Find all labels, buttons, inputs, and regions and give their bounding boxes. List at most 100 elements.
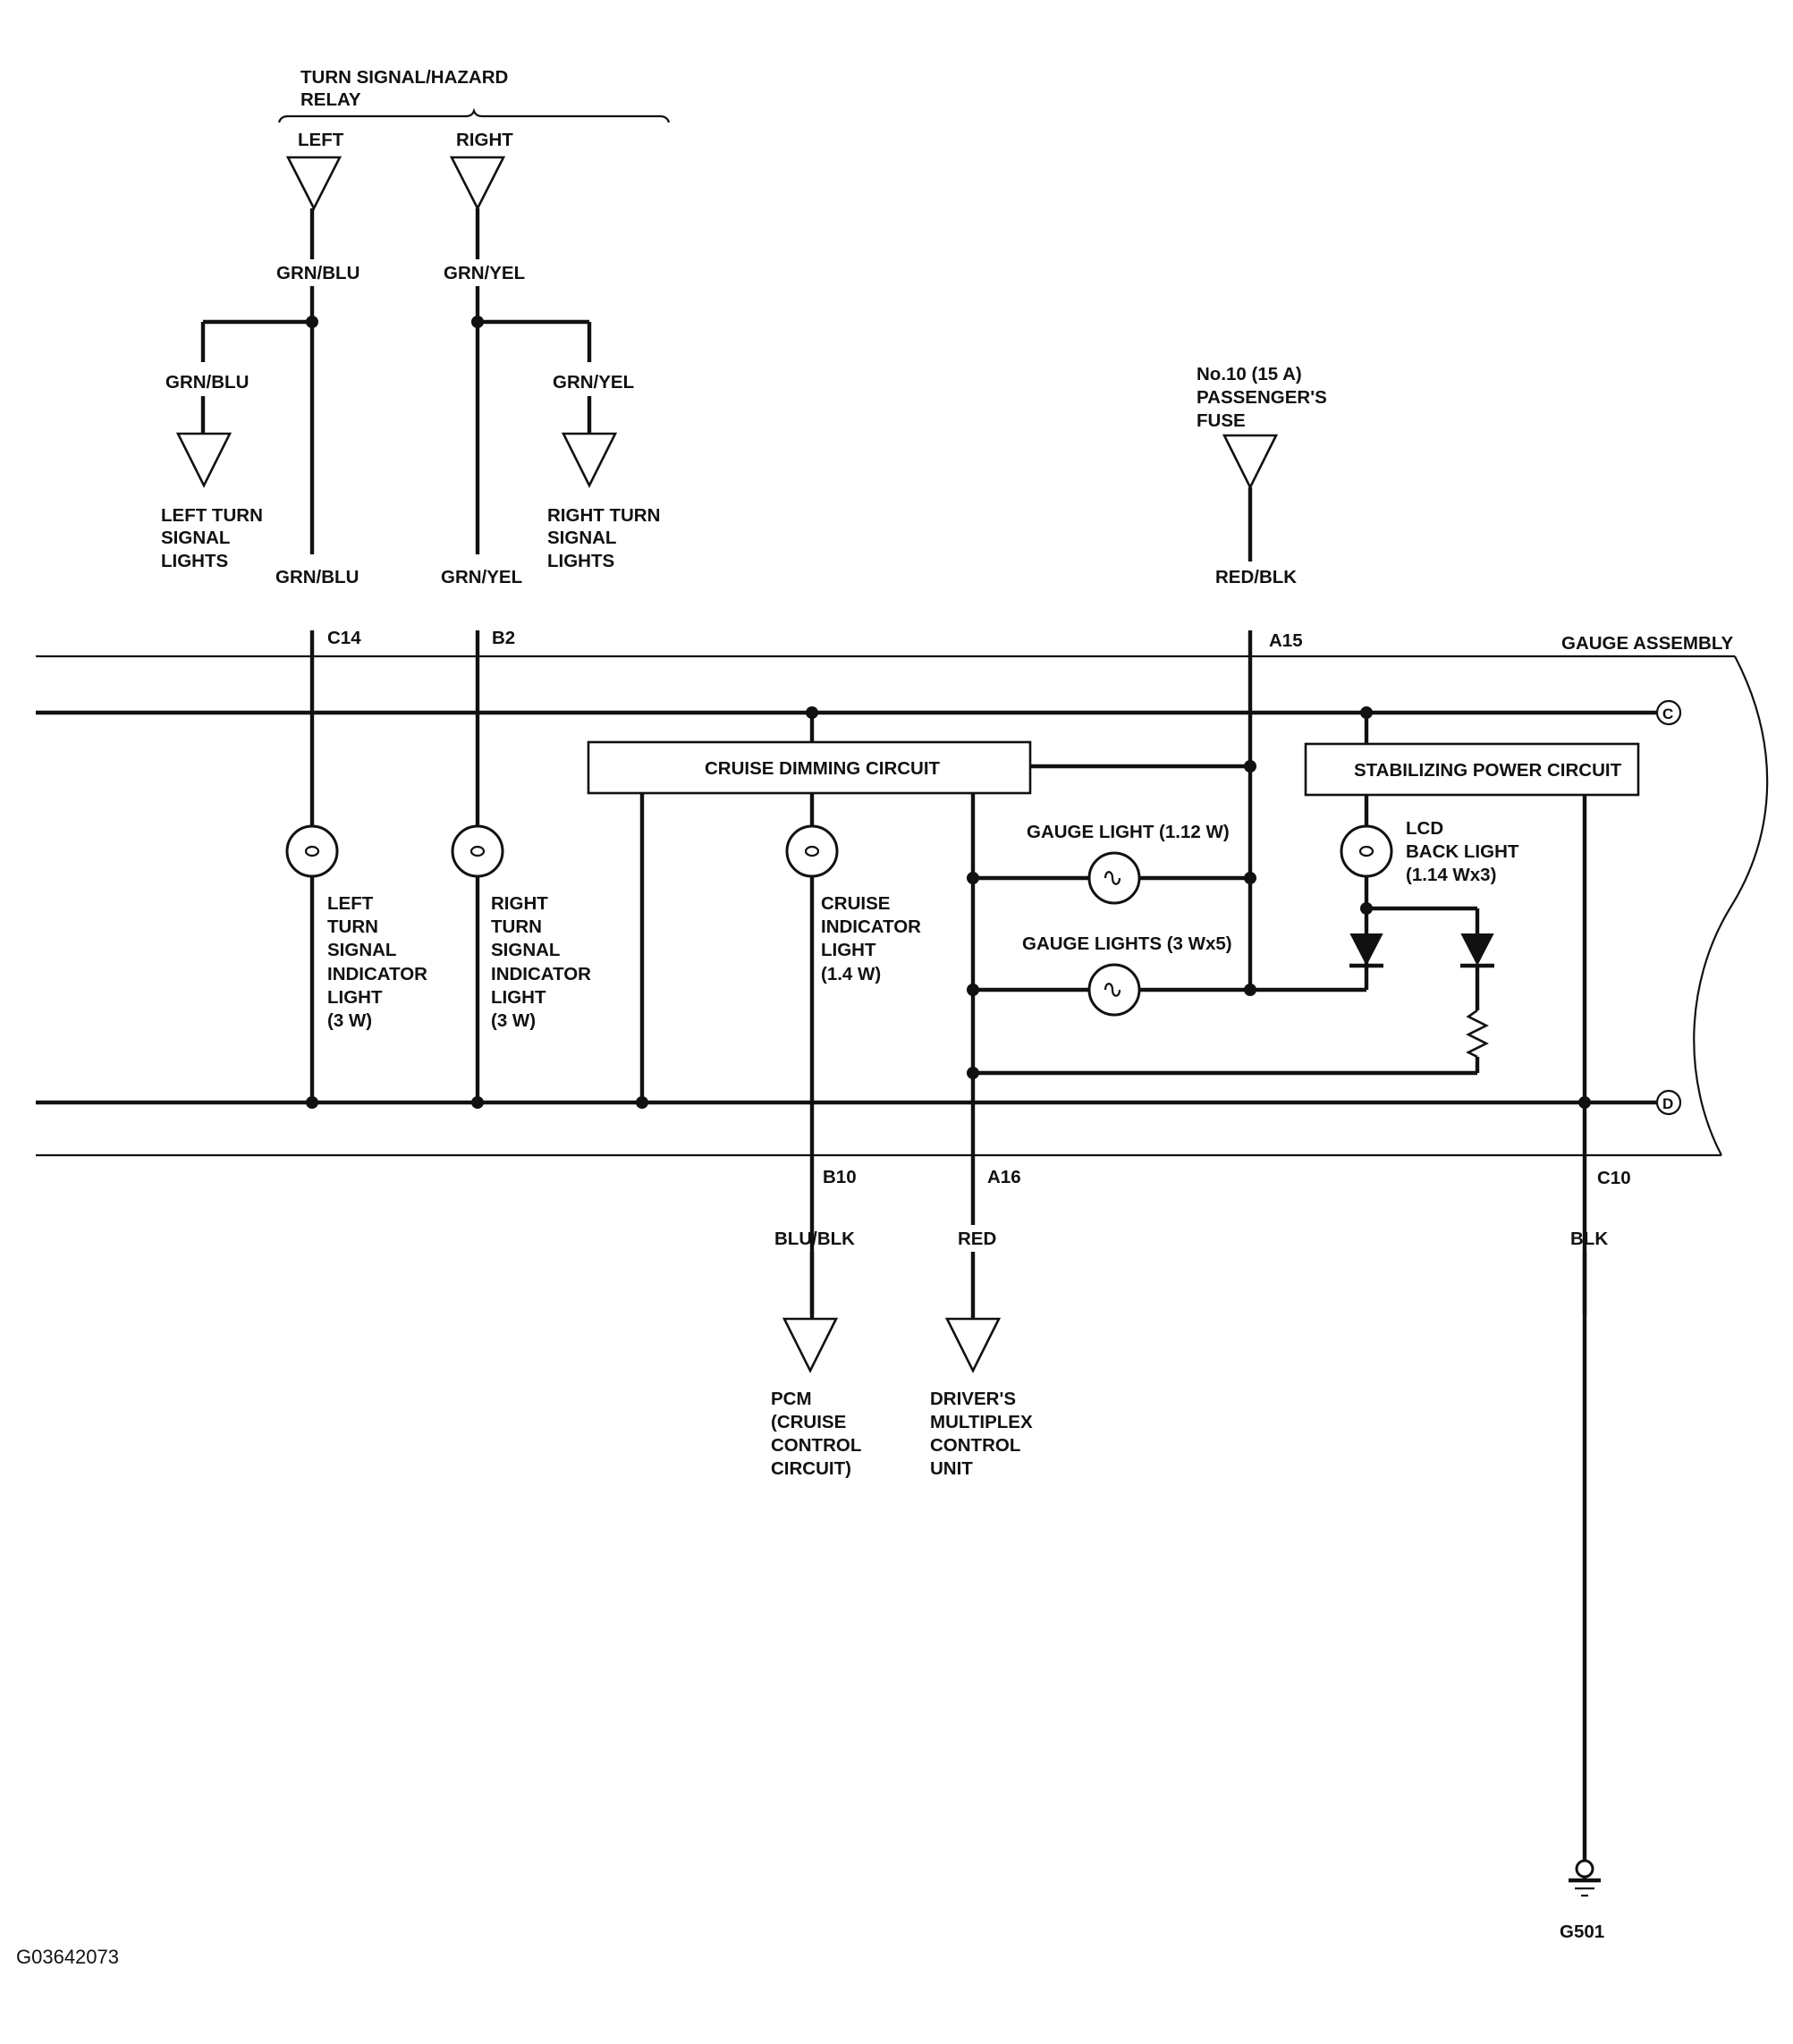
wire-label-red: RED [958, 1229, 996, 1249]
left-indicator-line-6: (3 W) [327, 1010, 372, 1031]
right-indicator-bulb [451, 824, 504, 878]
relay-right-label: RIGHT [456, 130, 513, 150]
cruise-indicator-line-3: LIGHT [821, 940, 876, 960]
wire-label-blu-blk: BLU/BLK [774, 1229, 855, 1249]
wire-label-grn-blu-lower: GRN/BLU [275, 567, 359, 587]
relay-title-line-1: TURN SIGNAL/HAZARD [300, 67, 508, 88]
right-indicator-line-5: LIGHT [491, 987, 546, 1008]
wire-label-red-blk: RED/BLK [1215, 567, 1297, 587]
left-turn-lights-terminal [175, 432, 233, 488]
lcd-backlight-bulb [1340, 824, 1393, 878]
bus-c-letter: C [1662, 705, 1673, 722]
relay-title-line-2: RELAY [300, 89, 361, 110]
resistor [1466, 1009, 1489, 1059]
right-indicator-line-1: RIGHT [491, 893, 548, 914]
pcm-terminal [782, 1317, 839, 1373]
fuse-line-2: PASSENGER'S [1197, 387, 1327, 408]
right-indicator-line-4: INDICATOR [491, 964, 591, 984]
right-turn-lights-line-1: RIGHT TURN [547, 505, 660, 526]
pcm-line-2: (CRUISE [771, 1412, 846, 1432]
relay-left-label: LEFT [298, 130, 344, 150]
multiplex-line-4: UNIT [930, 1458, 973, 1479]
left-indicator-line-1: LEFT [327, 893, 374, 914]
multiplex-output: RED DRIVER'S MULTIPLEX CONTROL UNIT [930, 1178, 1033, 1479]
figure-id: G03642073 [16, 1946, 119, 1968]
relay-brace [277, 107, 671, 123]
wire-label-grn-yel-branch: GRN/YEL [553, 372, 634, 393]
right-indicator-line-6: (3 W) [491, 1010, 536, 1031]
pcm-output: BLU/BLK PCM (CRUISE CONTROL CIRCUIT) [771, 1229, 861, 1479]
connector-a16: A16 [987, 1167, 1021, 1187]
right-turn-indicator: RIGHT TURN SIGNAL INDICATOR LIGHT (3 W) [451, 630, 591, 1102]
pcm-line-3: CONTROL [771, 1435, 861, 1456]
fuse-feed: No.10 (15 A) PASSENGER'S FUSE RED/BLK [1197, 364, 1327, 587]
gauge-assembly: GAUGE ASSEMBLY [36, 633, 1769, 1157]
right-turn-lights-terminal [561, 432, 618, 488]
left-turn-branch: GRN/BLU GRN/BLU LEFT TURN SIGNAL LIGHTS … [161, 208, 359, 587]
cruise-indicator-line-2: INDICATOR [821, 916, 921, 937]
cruise-indicator: CRUISE INDICATOR LIGHT (1.4 W) [785, 793, 921, 1314]
gauge-light-single: GAUGE LIGHT (1.12 W) [973, 822, 1250, 905]
right-turn-lights-line-2: SIGNAL [547, 528, 616, 548]
ground-label: G501 [1560, 1922, 1604, 1942]
lcd-backlight-line-1: LCD [1406, 818, 1443, 839]
right-turn-lights-line-3: LIGHTS [547, 551, 614, 571]
cruise-indicator-line-4: (1.4 W) [821, 964, 881, 984]
cruise-indicator-bulb [785, 824, 839, 878]
cruise-dimming-circuit: CRUISE DIMMING CIRCUIT [587, 740, 1250, 1178]
left-indicator-line-5: LIGHT [327, 987, 383, 1008]
fuse-line-1: No.10 (15 A) [1197, 364, 1302, 384]
left-indicator-bulb [285, 824, 339, 878]
lcd-backlight-network: LCD BACK LIGHT (1.14 Wx3) [973, 818, 1519, 1076]
cruise-dimming-label: CRUISE DIMMING CIRCUIT [705, 758, 941, 779]
multiplex-line-3: CONTROL [930, 1435, 1020, 1456]
cruise-indicator-line-1: CRUISE [821, 893, 890, 914]
cruise-dimming-box [587, 740, 1032, 795]
lcd-backlight-line-2: BACK LIGHT [1406, 841, 1519, 862]
right-indicator-line-2: TURN [491, 916, 542, 937]
stabilizing-power-circuit: STABILIZING POWER CIRCUIT [1304, 742, 1640, 1314]
left-turn-indicator: LEFT TURN SIGNAL INDICATOR LIGHT (3 W) [285, 630, 427, 1102]
wire-label-grn-yel-lower: GRN/YEL [441, 567, 522, 587]
left-turn-lights-line-1: LEFT TURN [161, 505, 263, 526]
fuse-terminal [1222, 434, 1279, 490]
gauge-assembly-label: GAUGE ASSEMBLY [1561, 633, 1733, 654]
wire-label-blk: BLK [1570, 1229, 1608, 1249]
stabilizing-label: STABILIZING POWER CIRCUIT [1354, 760, 1622, 781]
assembly-break-edge [1693, 655, 1769, 1156]
gauge-light-bulb [1087, 851, 1141, 905]
left-turn-lights-line-3: LIGHTS [161, 551, 228, 571]
fuse-line-3: FUSE [1197, 410, 1246, 431]
bus-d-letter: D [1662, 1095, 1673, 1112]
connector-c14: C14 [327, 628, 361, 648]
pcm-line-4: CIRCUIT) [771, 1458, 851, 1479]
fuse-line-internal [1244, 630, 1256, 996]
diode-1 [1349, 933, 1383, 967]
bus-d: D [36, 1089, 1682, 1116]
bus-c-marker [1655, 699, 1682, 726]
multiplex-terminal [944, 1317, 1002, 1373]
lcd-backlight-line-3: (1.14 Wx3) [1406, 865, 1496, 885]
wire-label-grn-yel-upper: GRN/YEL [444, 263, 525, 283]
ground-circuit: BLK G501 [1560, 1229, 1608, 1942]
left-turn-lights-line-2: SIGNAL [161, 528, 230, 548]
wire-label-grn-blu-branch: GRN/BLU [165, 372, 249, 393]
bus-d-marker [1655, 1089, 1682, 1116]
multiplex-line-2: MULTIPLEX [930, 1412, 1033, 1432]
right-turn-branch: GRN/YEL GRN/YEL RIGHT TURN SIGNAL LIGHTS… [441, 208, 660, 587]
pcm-line-1: PCM [771, 1389, 812, 1409]
left-indicator-line-4: INDICATOR [327, 964, 427, 984]
connector-b2: B2 [492, 628, 515, 648]
connector-a15: A15 [1269, 630, 1303, 651]
relay-block: TURN SIGNAL/HAZARD RELAY LEFT RIGHT [277, 67, 671, 211]
left-indicator-line-3: SIGNAL [327, 940, 396, 960]
gauge-lights-label: GAUGE LIGHTS (3 Wx5) [1022, 933, 1232, 954]
relay-left-terminal [285, 156, 343, 211]
left-indicator-line-2: TURN [327, 916, 378, 937]
gauge-lights-multi: GAUGE LIGHTS (3 Wx5) [973, 933, 1366, 1017]
gauge-lights-bulb [1087, 963, 1141, 1017]
wire-label-grn-blu-upper: GRN/BLU [276, 263, 359, 283]
gauge-light-label: GAUGE LIGHT (1.12 W) [1027, 822, 1230, 842]
stabilizing-box [1304, 742, 1640, 797]
multiplex-line-1: DRIVER'S [930, 1389, 1016, 1409]
